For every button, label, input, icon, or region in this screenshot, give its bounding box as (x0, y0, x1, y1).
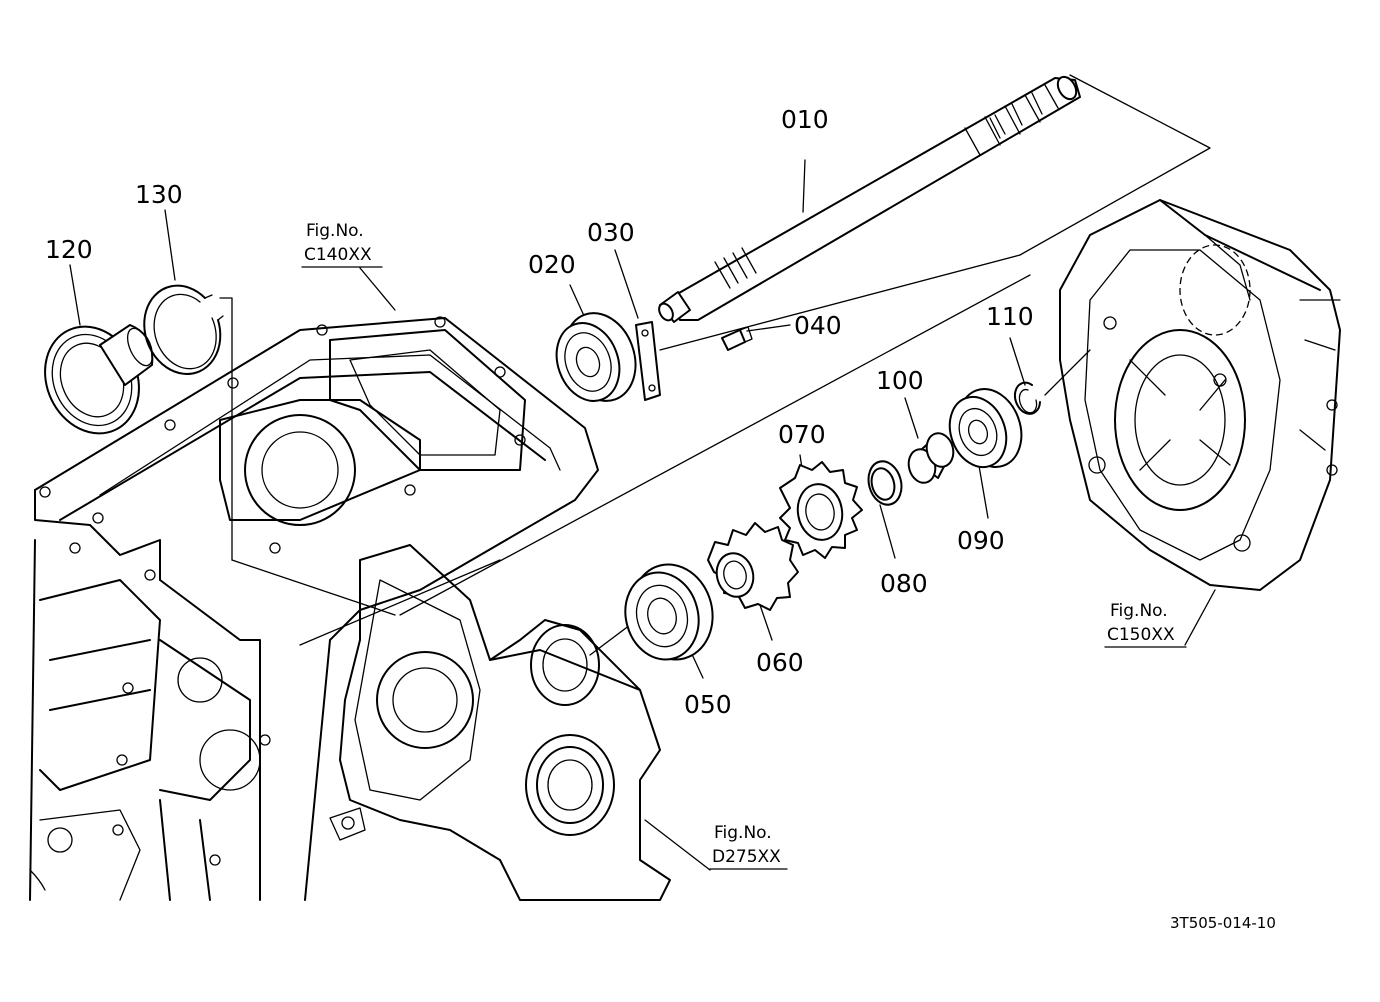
transmission-case (29, 317, 599, 901)
label-120: 120 (45, 235, 93, 264)
snap-ring-110 (1013, 381, 1041, 415)
label-090: 090 (957, 526, 1005, 555)
label-010: 010 (781, 105, 829, 134)
label-130: 130 (135, 180, 183, 209)
gear-070 (779, 461, 863, 559)
bushing-100 (907, 432, 955, 484)
label-020: 020 (528, 250, 576, 279)
figref-code: C150XX (1107, 625, 1175, 645)
middle-cover-plate (329, 544, 671, 901)
case-bolt-holes (39, 316, 526, 866)
figref-code: D275XX (712, 847, 781, 867)
collar-080 (867, 460, 903, 506)
shaft-010 (658, 75, 1081, 323)
bearing-090 (948, 388, 1023, 469)
gear-060 (707, 522, 799, 611)
figref-c140xx: Fig.No. C140XX (301, 221, 383, 268)
plate-030 (635, 321, 661, 401)
label-050: 050 (684, 690, 732, 719)
bearing-020 (555, 312, 637, 402)
drawing-code: 3T505-014-10 (1170, 914, 1276, 932)
bearing-050 (624, 563, 714, 661)
figref-heading: Fig.No. (714, 823, 772, 843)
figref-code: C140XX (304, 245, 372, 265)
label-040: 040 (794, 311, 842, 340)
label-080: 080 (880, 569, 928, 598)
gear-120 (44, 324, 154, 435)
label-100: 100 (876, 366, 924, 395)
snap-ring-130 (143, 284, 224, 375)
figref-d275xx: Fig.No. D275XX (709, 823, 788, 870)
label-110: 110 (986, 302, 1034, 331)
leader-lines (69, 74, 1216, 871)
figref-heading: Fig.No. (306, 221, 364, 241)
label-070: 070 (778, 420, 826, 449)
figref-c150xx: Fig.No. C150XX (1104, 601, 1187, 648)
plug-040 (721, 326, 753, 351)
label-060: 060 (756, 648, 804, 677)
figref-heading: Fig.No. (1110, 601, 1168, 621)
label-030: 030 (587, 218, 635, 247)
housing-right (1059, 199, 1341, 591)
